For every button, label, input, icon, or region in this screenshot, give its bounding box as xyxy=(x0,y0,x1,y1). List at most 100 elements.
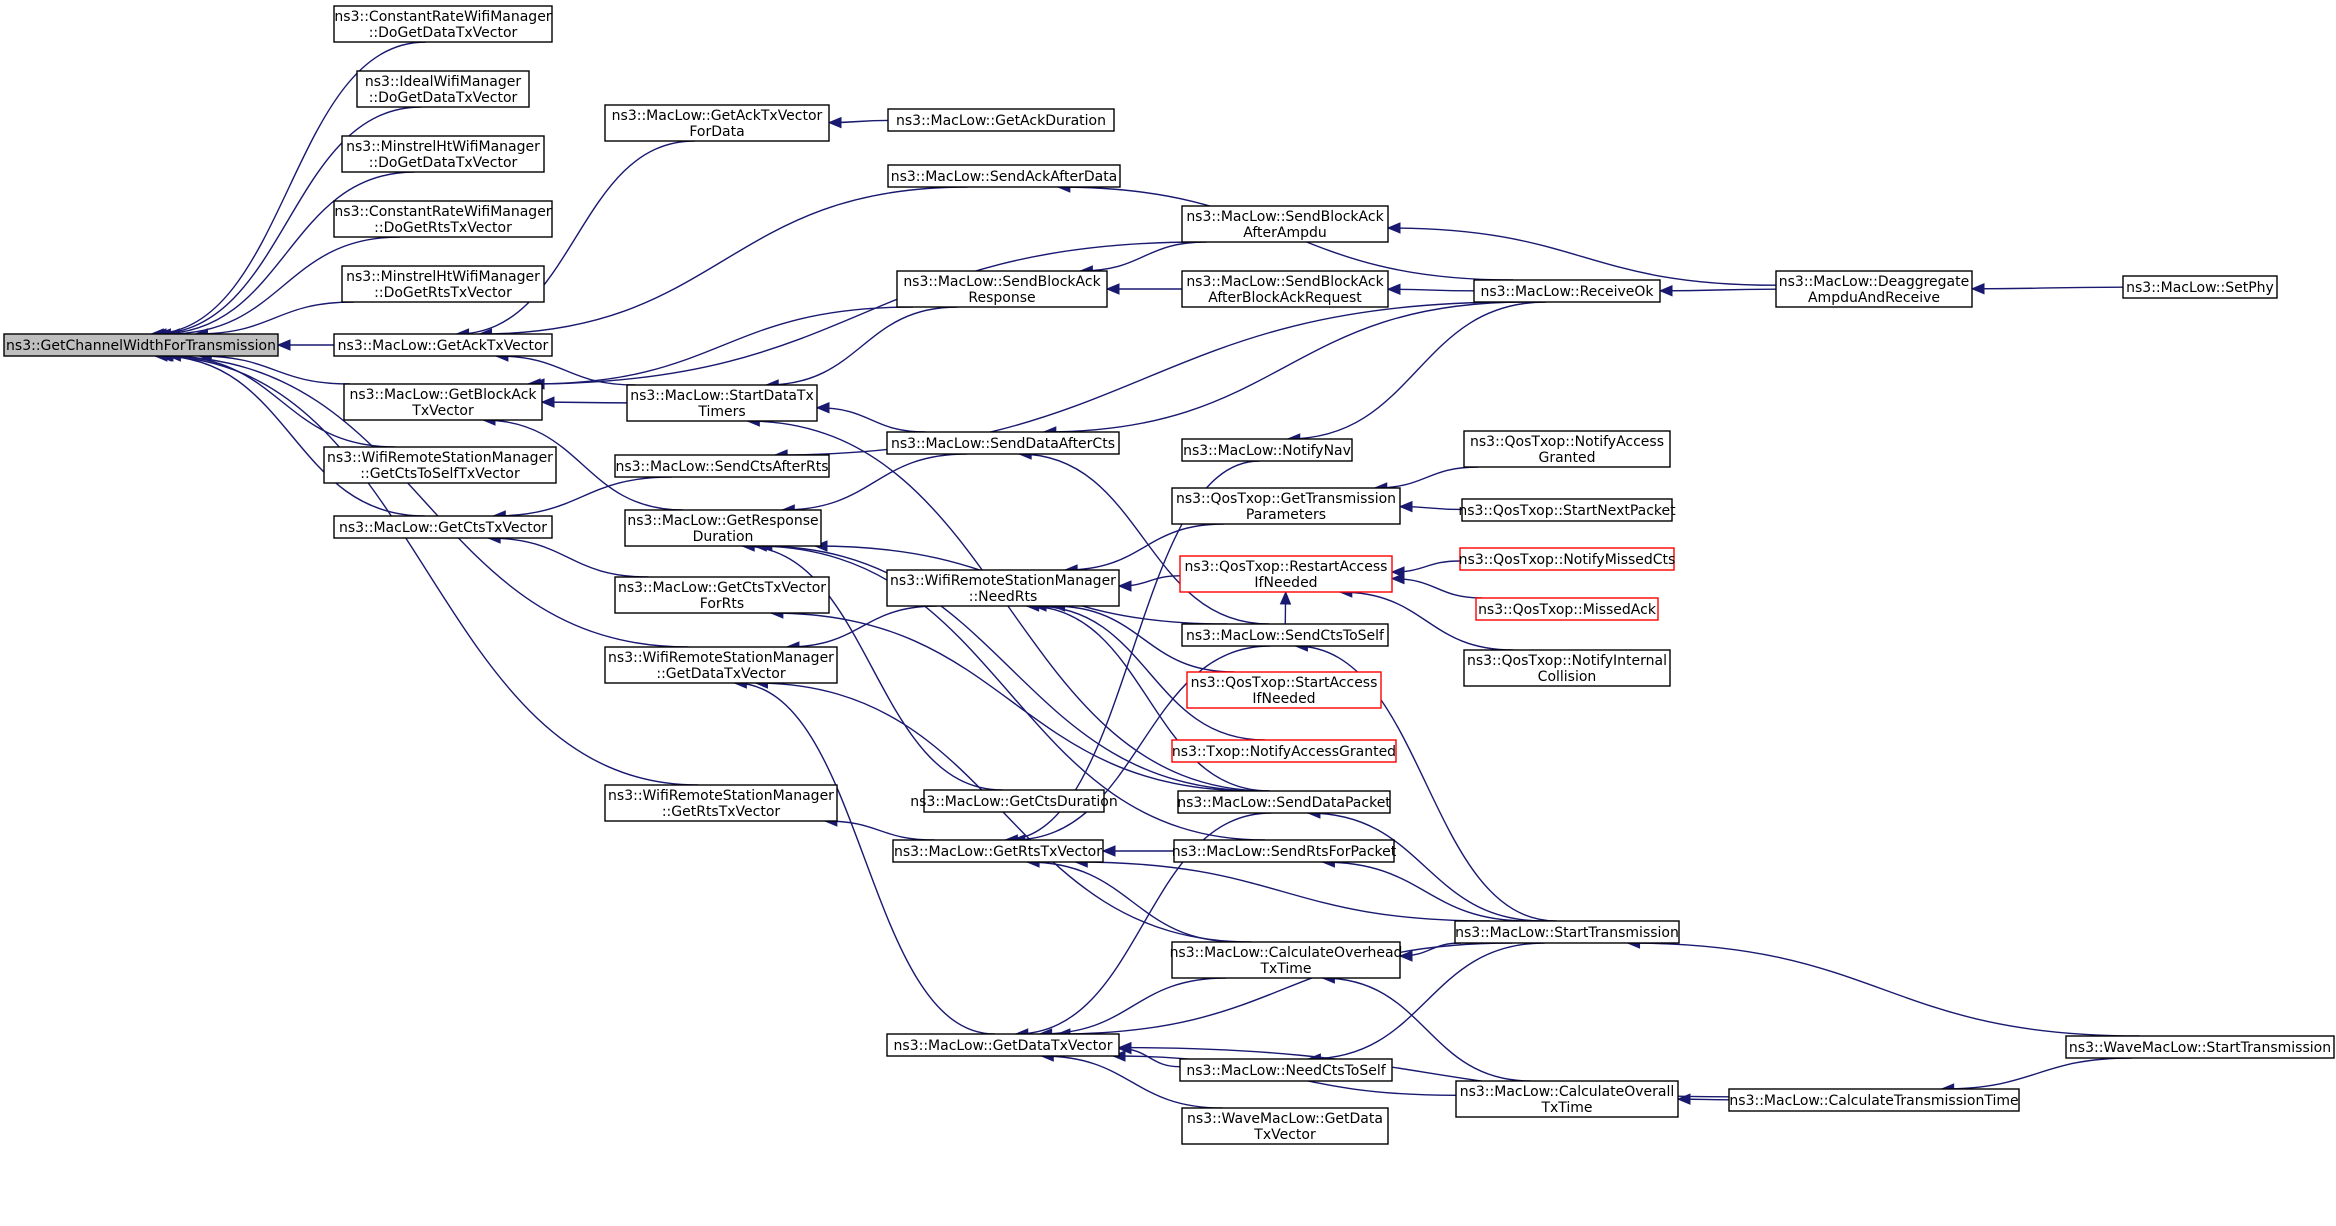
node-label: ns3::Txop::NotifyAccessGranted xyxy=(1172,744,1396,760)
edge-line xyxy=(1034,605,1266,741)
node-qos-start-next-packet[interactable]: ns3::QosTxop::StartNextPacket xyxy=(1458,498,1676,522)
node-label: ns3::MacLow::SendRtsForPacket xyxy=(1172,844,1397,860)
node-label: ns3::QosTxop::NotifyInternal xyxy=(1467,653,1667,669)
node-need-cts-to-self[interactable]: ns3::MacLow::NeedCtsToSelf xyxy=(1179,1058,1393,1082)
node-label: ns3::MacLow::GetAckTxVector xyxy=(612,108,823,124)
edge-line xyxy=(1391,577,1483,599)
node-label: TxVector xyxy=(411,403,474,419)
node-qos-notify-access-granted[interactable]: ns3::QosTxop::NotifyAccessGranted xyxy=(1463,430,1671,468)
node-box xyxy=(333,515,553,539)
node-label: ns3::MacLow::GetCtsTxVector xyxy=(618,580,826,596)
node-txop-notify-access-granted[interactable]: ns3::Txop::NotifyAccessGranted xyxy=(1171,739,1397,763)
arrowhead xyxy=(276,339,291,351)
edge-send-block-ack-after-bar-calls-send-block-ack-response xyxy=(1105,283,1182,295)
arrowhead xyxy=(815,401,830,414)
node-label: ns3::MacLow::GetDataTxVector xyxy=(894,1038,1113,1054)
node-get-rts-txv[interactable]: ns3::MacLow::GetRtsTxVector xyxy=(892,839,1104,863)
node-label: ns3::WifiRemoteStationManager xyxy=(890,573,1116,589)
node-minstrel-rts[interactable]: ns3::MinstrelHtWifiManager::DoGetRtsTxVe… xyxy=(341,265,545,303)
arrowhead xyxy=(1386,283,1401,296)
node-box xyxy=(626,384,818,422)
node-label: ns3::MacLow::GetRtsTxVector xyxy=(894,844,1102,860)
node-get-ack-txv[interactable]: ns3::MacLow::GetAckTxVector xyxy=(333,333,553,357)
node-ideal-data[interactable]: ns3::IdealWifiManager::DoGetDataTxVector xyxy=(356,70,530,108)
node-crwm-data[interactable]: ns3::ConstantRateWifiManager::DoGetDataT… xyxy=(333,5,553,43)
node-box xyxy=(887,108,1115,132)
node-wave-get-data-txv[interactable]: ns3::WaveMacLow::GetDataTxVector xyxy=(1181,1107,1389,1145)
edge-get-cts-txv-for-rts-calls-get-cts-txv xyxy=(486,532,649,578)
node-send-data-after-cts[interactable]: ns3::MacLow::SendDataAfterCts xyxy=(886,431,1120,455)
node-box xyxy=(1728,1088,2020,1112)
edge-wave-start-transmission-calls-start-transmission xyxy=(1626,937,2140,1037)
edge-line xyxy=(1322,977,1531,1082)
node-box xyxy=(333,200,553,238)
node-get-cts-txv[interactable]: ns3::MacLow::GetCtsTxVector xyxy=(333,515,553,539)
node-wrsm-cts-to-self[interactable]: ns3::WifiRemoteStationManager::GetCtsToS… xyxy=(323,446,557,484)
edge-line xyxy=(158,171,415,335)
edge-send-rts-for-packet-calls-get-rts-txv xyxy=(1101,845,1174,857)
node-box xyxy=(2065,1035,2335,1059)
node-send-rts-for-packet[interactable]: ns3::MacLow::SendRtsForPacket xyxy=(1172,839,1397,863)
node-wrsm-rts-txv[interactable]: ns3::WifiRemoteStationManager::GetRtsTxV… xyxy=(604,784,838,822)
node-send-cts-after-rts[interactable]: ns3::MacLow::SendCtsAfterRts xyxy=(614,454,830,478)
node-wave-start-transmission[interactable]: ns3::WaveMacLow::StartTransmission xyxy=(2065,1035,2335,1059)
node-label: ns3::MacLow::SendDataPacket xyxy=(1177,795,1391,811)
node-qos-missed-ack[interactable]: ns3::QosTxop::MissedAck xyxy=(1475,597,1659,621)
edge-line xyxy=(770,612,1255,792)
node-box xyxy=(886,1033,1120,1057)
node-send-block-ack-after-bar[interactable]: ns3::MacLow::SendBlockAckAfterBlockAckRe… xyxy=(1181,270,1389,308)
edge-line xyxy=(493,476,672,517)
node-notify-nav[interactable]: ns3::MacLow::NotifyNav xyxy=(1181,438,1353,462)
node-crwm-rts[interactable]: ns3::ConstantRateWifiManager::DoGetRtsTx… xyxy=(333,200,553,238)
node-label: ns3::MacLow::GetCtsTxVector xyxy=(339,520,547,536)
node-box xyxy=(1455,1080,1679,1118)
node-qos-notify-missed-cts[interactable]: ns3::QosTxop::NotifyMissedCts xyxy=(1459,547,1676,571)
node-label: ns3::MacLow::ReceiveOk xyxy=(1480,284,1654,300)
edge-line xyxy=(1041,1055,1223,1109)
node-label: IfNeeded xyxy=(1252,691,1315,707)
node-get-channel-width[interactable]: ns3::GetChannelWidthForTransmission xyxy=(3,333,279,357)
node-label: ns3::QosTxop::MissedAck xyxy=(1478,602,1657,618)
node-minstrel-data[interactable]: ns3::MinstrelHtWifiManager::DoGetDataTxV… xyxy=(341,135,545,173)
node-get-ack-duration[interactable]: ns3::MacLow::GetAckDuration xyxy=(887,108,1115,132)
node-label: ns3::MacLow::SendBlockAck xyxy=(903,274,1101,290)
node-label: ns3::QosTxop::GetTransmission xyxy=(1176,491,1396,507)
node-label: AmpduAndReceive xyxy=(1808,290,1940,306)
edge-line xyxy=(541,401,628,404)
node-get-data-txv[interactable]: ns3::MacLow::GetDataTxVector xyxy=(886,1033,1120,1057)
node-label: ns3::MacLow::SendCtsAfterRts xyxy=(615,459,828,475)
node-send-cts-to-self[interactable]: ns3::MacLow::SendCtsToSelf xyxy=(1181,623,1389,647)
node-label: ::DoGetDataTxVector xyxy=(369,25,518,41)
node-label: ns3::MacLow::NotifyNav xyxy=(1183,443,1351,459)
edge-start-transmission-calls-calc-overhead-tx-time xyxy=(1398,942,1462,962)
node-label: ns3::IdealWifiManager xyxy=(365,74,521,90)
node-box xyxy=(1473,279,1661,303)
edge-line xyxy=(1287,301,1547,440)
node-send-ack-after-data[interactable]: ns3::MacLow::SendAckAfterData xyxy=(887,164,1121,188)
node-wrsm-need-rts[interactable]: ns3::WifiRemoteStationManager::NeedRts xyxy=(886,569,1120,607)
node-get-cts-duration[interactable]: ns3::MacLow::GetCtsDuration xyxy=(910,789,1118,813)
node-start-transmission[interactable]: ns3::MacLow::StartTransmission xyxy=(1454,920,1680,944)
arrowhead xyxy=(1105,283,1120,295)
node-calc-transmission-time[interactable]: ns3::MacLow::CalculateTransmissionTime xyxy=(1728,1088,2020,1112)
node-label: ns3::GetChannelWidthForTransmission xyxy=(6,338,276,354)
node-label: ns3::WifiRemoteStationManager xyxy=(608,788,834,804)
node-send-data-packet[interactable]: ns3::MacLow::SendDataPacket xyxy=(1177,790,1391,814)
node-wrsm-data-txv[interactable]: ns3::WifiRemoteStationManager::GetDataTx… xyxy=(604,646,838,684)
node-receive-ok[interactable]: ns3::MacLow::ReceiveOk xyxy=(1473,279,1661,303)
node-set-phy[interactable]: ns3::MacLow::SetPhy xyxy=(2122,275,2278,299)
